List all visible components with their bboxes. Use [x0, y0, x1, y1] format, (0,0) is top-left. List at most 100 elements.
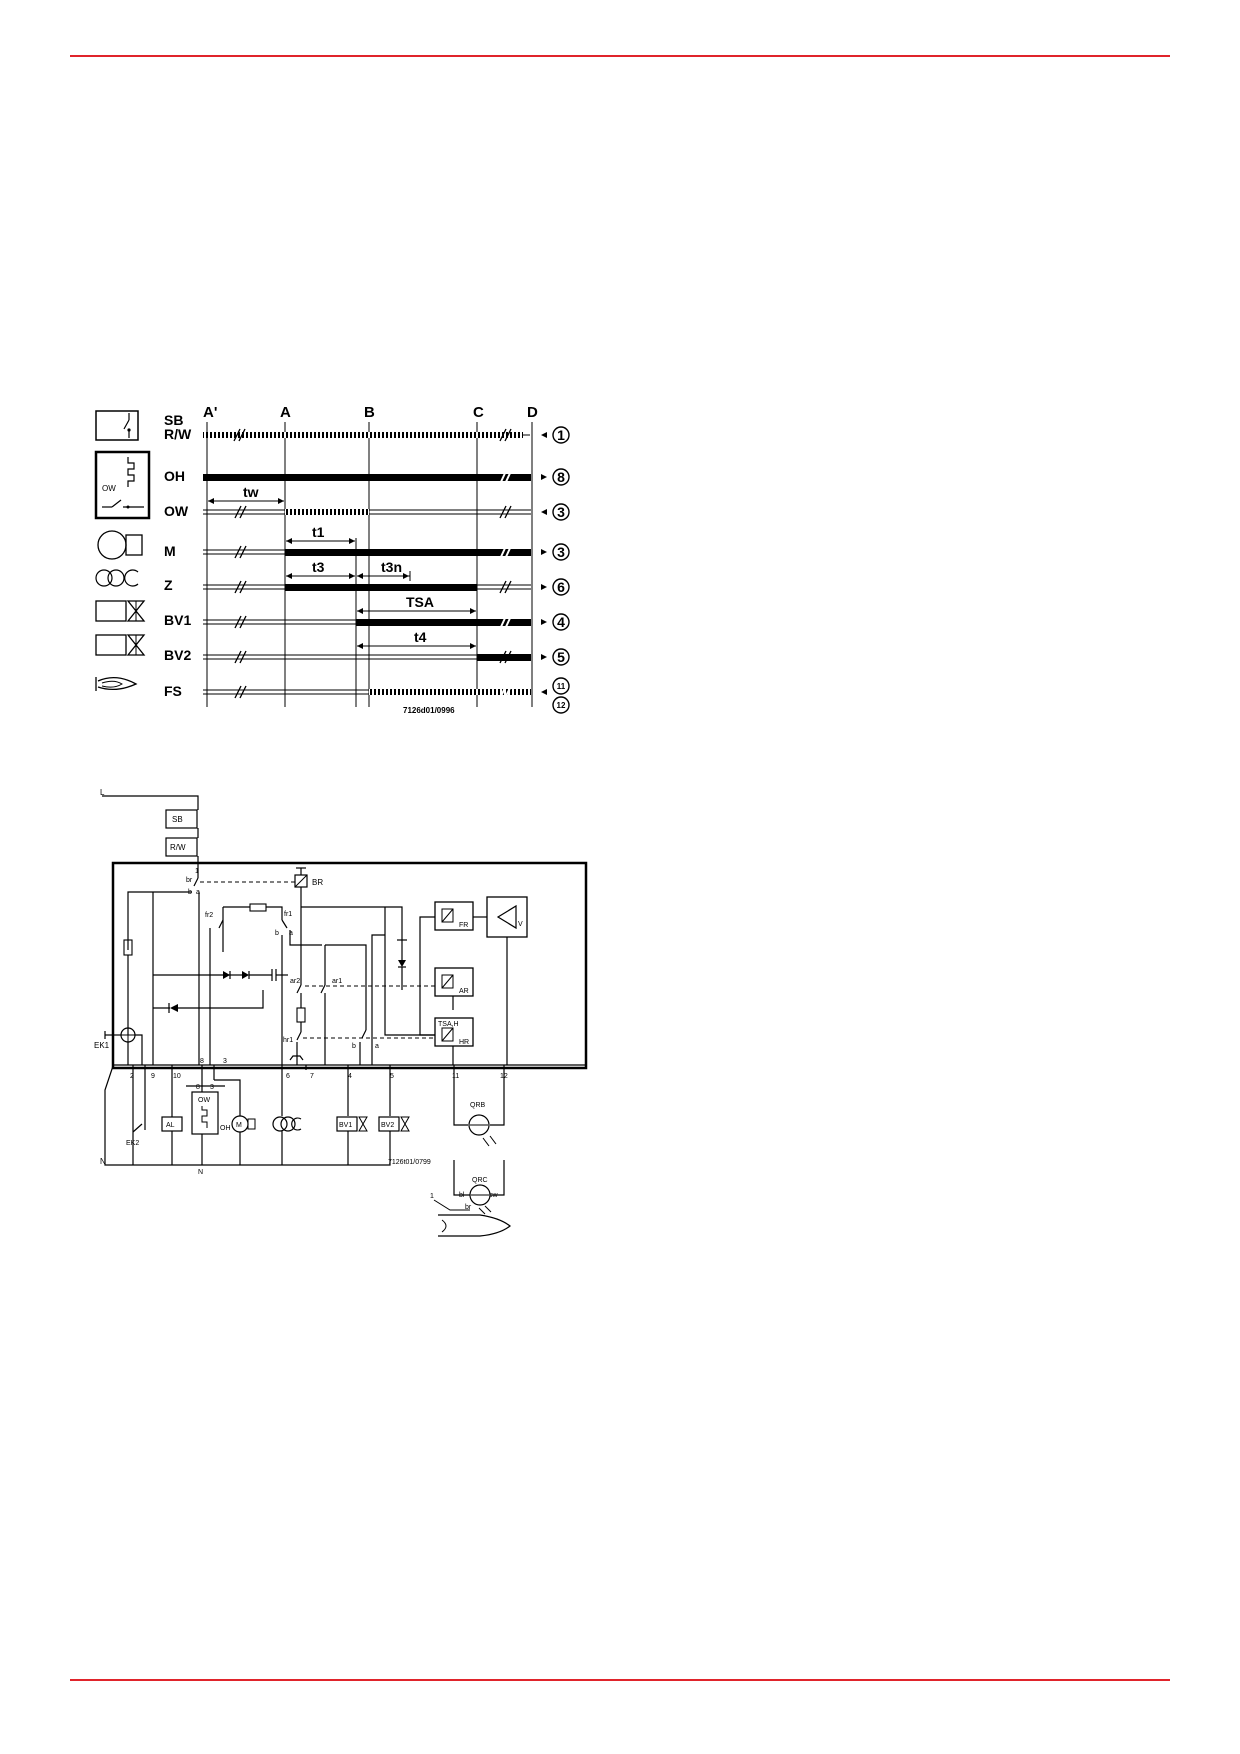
- terminal-number: 9: [151, 1073, 155, 1080]
- box-label: BV1: [339, 1122, 352, 1129]
- terminal-circle: 3: [552, 543, 570, 561]
- terminal-number: 3: [557, 504, 565, 520]
- component-label: EK2: [126, 1140, 139, 1147]
- timing-diagram: A' A B C D OW: [94, 404, 570, 715]
- component-label: EK1: [94, 1041, 110, 1050]
- terminal-number: 6: [286, 1073, 290, 1080]
- motor-icon: M: [231, 1115, 256, 1133]
- supply-line-l: L: [100, 788, 199, 810]
- hr1-contact: hr1: [283, 1031, 302, 1044]
- component-label: QRB: [470, 1102, 486, 1109]
- diode-icon: [398, 960, 406, 968]
- row-label: FS: [164, 683, 182, 699]
- hr-changeover-contact: b a: [352, 1029, 379, 1050]
- diagram-code: 7126t01/0799: [388, 1159, 431, 1166]
- fr2-contact: fr2: [205, 907, 224, 1065]
- ar-relay: AR: [434, 967, 474, 997]
- interval-label: tw: [243, 484, 259, 500]
- terminal-circle: 11: [552, 677, 570, 695]
- bv1-valve: BV1: [336, 1116, 368, 1132]
- capacitor-icon: [271, 969, 277, 981]
- signal-row: [203, 689, 531, 695]
- contact-label: fr2: [205, 912, 213, 919]
- component-label: QRC: [472, 1177, 488, 1184]
- terminal-circle: 1: [552, 426, 570, 444]
- contact-label: a: [289, 930, 293, 937]
- ek2-remote-reset[interactable]: EK2: [126, 1123, 143, 1147]
- terminal-number: 7: [310, 1073, 314, 1080]
- contact-label: br: [186, 877, 193, 884]
- terminal-number: 11: [452, 1073, 459, 1080]
- component-label: N: [198, 1169, 203, 1176]
- terminal-circle: 6: [552, 578, 570, 596]
- ignition-transformer-icon: [272, 1116, 302, 1132]
- terminal-number: 10: [173, 1073, 181, 1080]
- box-label: BV2: [381, 1122, 394, 1129]
- ow-text: OW: [102, 484, 116, 493]
- terminal-number: 3: [557, 544, 565, 560]
- terminal-number: 8: [557, 469, 565, 485]
- interval-tsa: TSA: [357, 594, 476, 614]
- terminal-circle: 12: [552, 696, 570, 714]
- bv2-valve: BV2: [378, 1116, 410, 1132]
- fuel-valve-icon: [95, 634, 146, 656]
- component-label: 1: [430, 1193, 434, 1200]
- signal-row: [203, 654, 531, 661]
- interval-t1: t1: [286, 524, 355, 544]
- box-label: R/W: [170, 843, 186, 852]
- terminal-number: 4: [348, 1073, 352, 1080]
- contact-label: a: [196, 889, 200, 896]
- interval-label: t3n: [381, 559, 402, 575]
- interval-label: TSA: [406, 594, 434, 610]
- header-rule: [70, 55, 1170, 57]
- switch-icon: [95, 410, 139, 441]
- contact-label: fr1: [284, 911, 292, 918]
- terminal-circle: 3: [552, 503, 570, 521]
- phase-label: D: [527, 404, 538, 421]
- diode-icon: [242, 971, 250, 979]
- terminal-circle: 4: [552, 613, 570, 631]
- supply-label: L: [100, 788, 105, 797]
- rw-box: R/W: [165, 837, 198, 857]
- flame-icon: [438, 1214, 511, 1237]
- terminal-number: 11: [557, 682, 566, 691]
- relay-label: BR: [312, 878, 323, 887]
- resistor-icon: [249, 903, 267, 912]
- wire-label: br: [465, 1204, 472, 1211]
- signal-row: [203, 474, 531, 481]
- terminal-number: 5: [390, 1073, 394, 1080]
- br-relay: BR: [294, 867, 323, 888]
- interval-label: t1: [312, 524, 325, 540]
- footer-rule: [70, 1679, 1170, 1681]
- ar2-contact: ar2: [290, 978, 302, 994]
- terminal-number: 2: [130, 1073, 134, 1080]
- relay-label: HR: [459, 1039, 469, 1046]
- component-label: M: [236, 1122, 242, 1129]
- terminal-number: 1: [557, 427, 565, 443]
- terminal-number: 4: [557, 614, 565, 630]
- interval-t3n: t3n: [357, 559, 411, 581]
- terminal-number: 8: [196, 1084, 200, 1091]
- box-label: SB: [172, 815, 183, 824]
- component-label: OW: [198, 1097, 210, 1104]
- terminal-number: 12: [557, 701, 566, 710]
- interval-t3: t3: [286, 559, 355, 579]
- motor-icon: [97, 530, 143, 560]
- br-contact: br b a: [186, 877, 200, 896]
- oil-preheater: 8 3 OW OH: [186, 1084, 231, 1135]
- row-label: OH: [164, 468, 185, 484]
- signal-row: [203, 619, 531, 626]
- terminal-row: 2 9 10 8 3 6 7 4 5 11 12: [130, 1058, 508, 1080]
- terminal-markers: [541, 432, 547, 695]
- ar1-contact: ar1: [320, 978, 342, 994]
- interval-label: t3: [312, 559, 325, 575]
- contact-label: a: [375, 1043, 379, 1050]
- qrb-flame-detector: QRB: [468, 1102, 497, 1147]
- signal-row: [203, 509, 531, 515]
- contact-label: b: [275, 930, 279, 937]
- row-label: Z: [164, 577, 173, 593]
- row-label: BV1: [164, 612, 191, 628]
- relay-label: TSA,H: [438, 1021, 459, 1028]
- ek1-reset-button[interactable]: EK1: [94, 1027, 136, 1050]
- wiring-diagram: L SB R/W 1 br b a BR EK1: [94, 788, 588, 1237]
